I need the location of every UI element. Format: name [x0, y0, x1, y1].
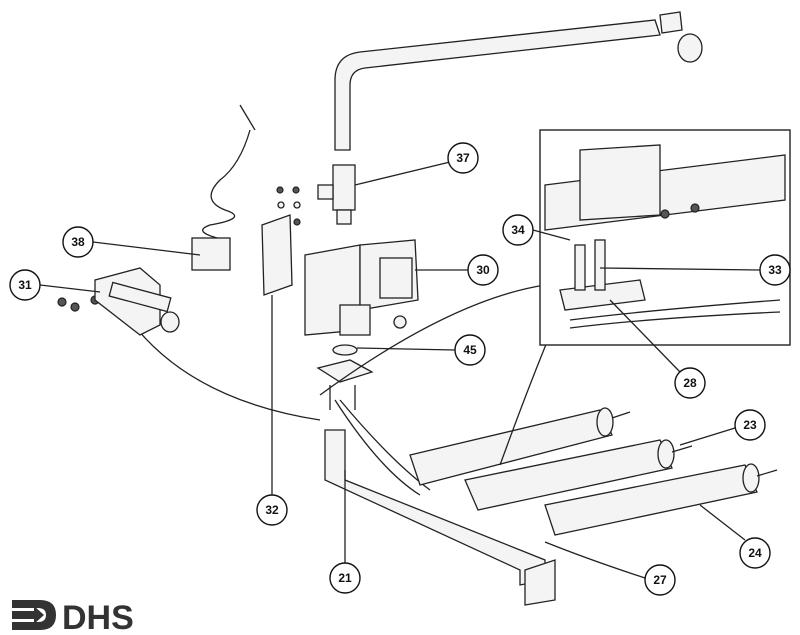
- callout-number: 32: [265, 503, 279, 517]
- callout-number: 30: [476, 263, 490, 277]
- callout-27: 27: [644, 564, 676, 596]
- burner-2: [464, 439, 693, 511]
- burner-1: [409, 407, 631, 486]
- callout-number: 33: [768, 263, 782, 277]
- callout-number: 38: [71, 235, 85, 249]
- callout-circle: [674, 367, 706, 399]
- dhs-logo: DHS: [12, 599, 134, 635]
- callout-circle: [644, 564, 676, 596]
- supply-pipe: [334, 11, 703, 151]
- callout-45: 45: [454, 334, 486, 366]
- callout-circle: [734, 409, 766, 441]
- callout-38: 38: [62, 226, 94, 258]
- callout-circle: [329, 562, 361, 594]
- callout-circle: [502, 214, 534, 246]
- pilot-tube: [319, 284, 546, 396]
- callout-circle: [454, 334, 486, 366]
- bracket-32: [261, 214, 293, 495]
- callout-circle: [9, 269, 41, 301]
- callout-circle: [739, 537, 771, 569]
- callout-circle: [447, 142, 479, 174]
- callout-number: 27: [653, 573, 667, 587]
- callout-circle: [759, 254, 791, 286]
- callout-circle: [62, 226, 94, 258]
- callout-28: 28: [674, 367, 706, 399]
- callout-number: 24: [748, 546, 762, 560]
- callout-24: 24: [739, 537, 771, 569]
- callout-number: 37: [456, 151, 470, 165]
- callout-circle: [256, 494, 288, 526]
- callout-23: 23: [734, 409, 766, 441]
- burner-3: [544, 463, 778, 536]
- gas-control-valve-30: [304, 239, 419, 336]
- bracket-31: [94, 267, 180, 336]
- flange-45: [316, 344, 374, 410]
- logo-text: DHS: [62, 599, 134, 635]
- callout-number: 34: [511, 223, 525, 237]
- inset-detail: [539, 129, 791, 346]
- callout-30: 30: [467, 254, 499, 286]
- leader-lines: [39, 161, 761, 579]
- manifold-21: [324, 399, 556, 606]
- callout-circle: [467, 254, 499, 286]
- thermostat-capillary: [129, 104, 321, 421]
- callout-number: 21: [338, 571, 352, 585]
- callout-33: 33: [759, 254, 791, 286]
- callout-number: 23: [743, 418, 757, 432]
- valve-37: [317, 164, 356, 225]
- callout-number: 28: [683, 376, 697, 390]
- callout-21: 21: [329, 562, 361, 594]
- callout-31: 31: [9, 269, 41, 301]
- callout-32: 32: [256, 494, 288, 526]
- callout-number: 45: [463, 343, 477, 357]
- callout-number: 31: [18, 278, 32, 292]
- callout-34: 34: [502, 214, 534, 246]
- callout-37: 37: [447, 142, 479, 174]
